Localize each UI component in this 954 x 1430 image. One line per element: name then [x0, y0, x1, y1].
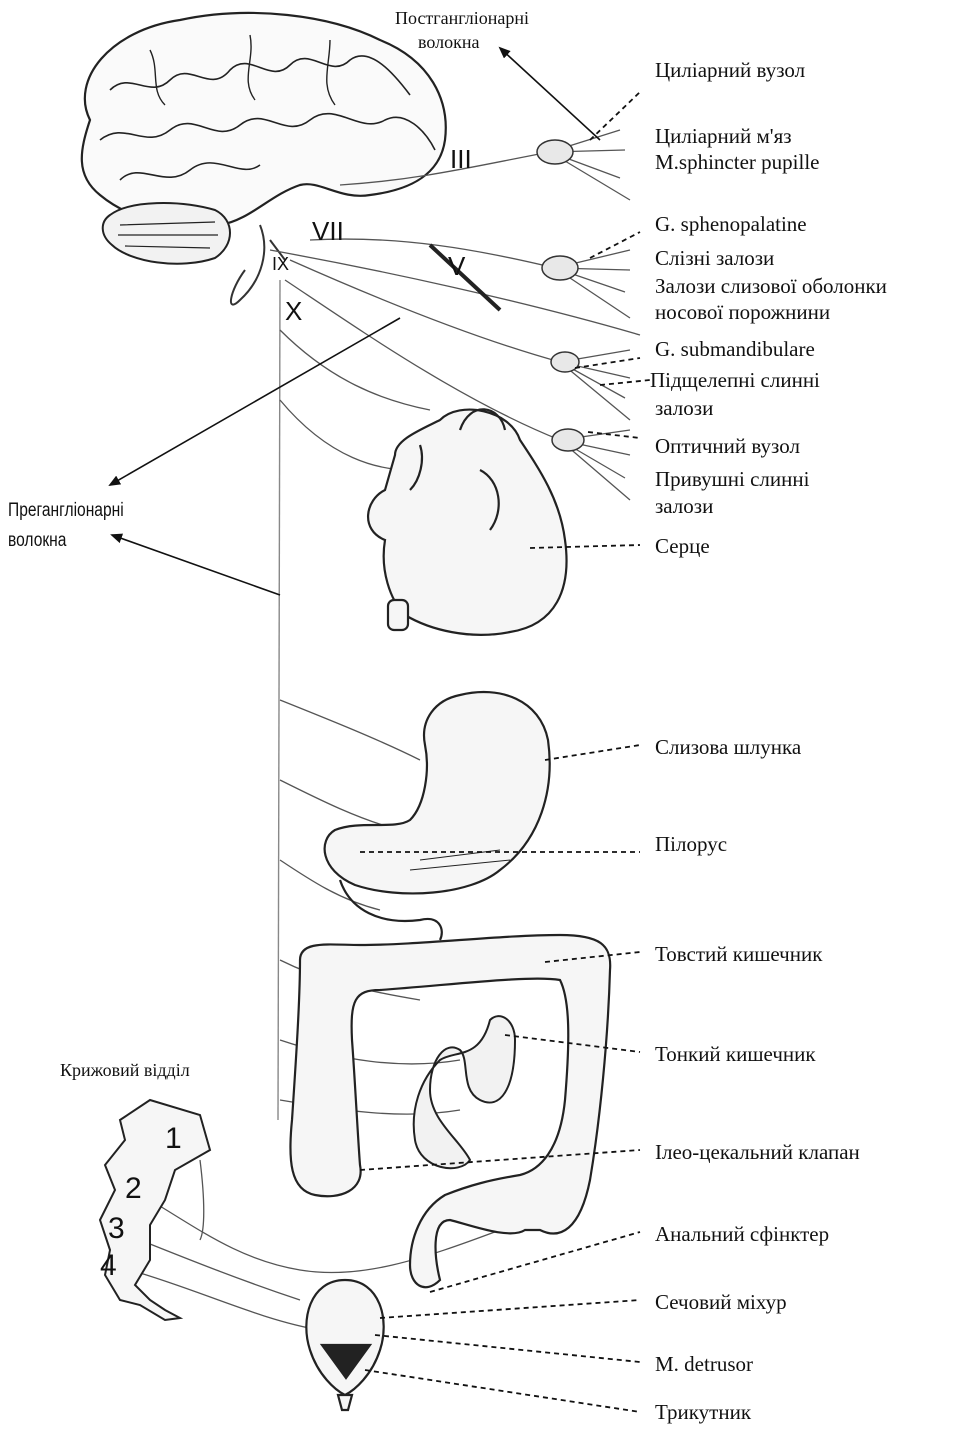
sacral-3: 3 — [108, 1212, 125, 1245]
nerve-V: V — [448, 251, 466, 281]
label-ciliary-ganglion: Циліарний вузол — [655, 58, 805, 83]
label-g-submandibulare: G. submandibulare — [655, 337, 815, 362]
label-heart: Серце — [655, 534, 710, 559]
brain-drawing — [82, 13, 446, 227]
label-sphincter-pupillae: M.sphincter pupille — [655, 150, 819, 175]
label-lacrimal-glands: Слізні залози — [655, 246, 774, 271]
label-ileocecal-valve: Ілео-цекальний клапан — [655, 1140, 860, 1165]
label-submandibular-glands-line1: Підщелепні слинні — [650, 368, 820, 393]
ganglia — [537, 140, 584, 451]
sacral-label: Крижовий відділ — [60, 1060, 190, 1082]
small-intestine-drawing — [414, 1016, 515, 1168]
sacrum-drawing — [100, 1100, 210, 1320]
label-parotid-glands-line2: залози — [655, 494, 713, 519]
heart-drawing — [368, 409, 566, 634]
nerve-VII: VII — [312, 216, 344, 246]
preganglionic-label-line1: Прегангліонарні — [8, 500, 124, 523]
postganglionic-label-line1: Постгангліонарні — [395, 8, 529, 30]
label-anal-sphincter: Анальний сфінктер — [655, 1222, 829, 1247]
label-detrusor: M. detrusor — [655, 1352, 753, 1377]
label-small-intestine: Тонкий кишечник — [655, 1042, 816, 1067]
label-urinary-bladder: Сечовий міхур — [655, 1290, 787, 1315]
label-pylorus: Пілорус — [655, 832, 727, 857]
label-ciliary-muscle: Циліарний м'яз — [655, 124, 792, 149]
label-gastric-mucosa: Слизова шлунка — [655, 735, 801, 760]
sacral-4: 4 — [100, 1249, 117, 1282]
postganglionic-label-line2: волокна — [418, 32, 480, 54]
nerve-IX: IX — [272, 254, 289, 274]
label-submandibular-glands-line2: залози — [655, 396, 713, 421]
label-trigone: Трикутник — [655, 1400, 751, 1425]
label-nasal-glands-line1: Залози слизової оболонки — [655, 274, 887, 299]
nerve-X: X — [285, 296, 302, 326]
label-nasal-glands-line2: носової порожнини — [655, 300, 830, 325]
preganglionic-label-line2: волокна — [8, 530, 66, 553]
label-parotid-glands-line1: Привушні слинні — [655, 467, 809, 492]
nerve-III: III — [450, 144, 472, 174]
cerebellum-drawing — [103, 203, 230, 264]
sacral-1: 1 — [165, 1122, 182, 1155]
sacral-2: 2 — [125, 1172, 142, 1205]
label-otic-ganglion: Оптичний вузол — [655, 434, 800, 459]
bladder-drawing — [306, 1280, 383, 1410]
label-g-sphenopalatine: G. sphenopalatine — [655, 212, 807, 237]
label-large-intestine: Товстий кишечник — [655, 942, 822, 967]
brainstem-drawing — [231, 225, 285, 1120]
